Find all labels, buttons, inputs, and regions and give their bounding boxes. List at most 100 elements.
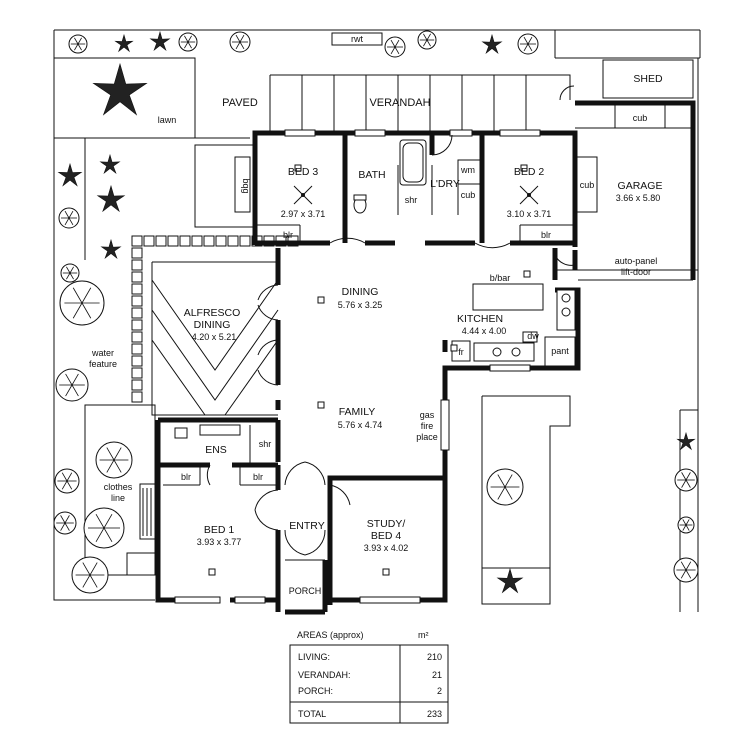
paving-tile (143, 235, 155, 247)
paving-tile (131, 235, 143, 247)
areas-row-label: LIVING: (298, 652, 330, 662)
light-point-icon (523, 270, 531, 278)
lawn-area (54, 57, 256, 260)
shrub-icon (55, 368, 89, 402)
windows (174, 129, 541, 604)
labels: rwt PAVED VERANDAH lawn SHED water featu… (89, 34, 663, 596)
bqg-cabinet (234, 156, 251, 213)
ceiling-fan-icon (293, 185, 313, 205)
kitchen-size: 4.44 x 4.00 (462, 326, 507, 336)
gas-label-3: place (416, 432, 438, 442)
alfresco-name-1: ALFRESCO (184, 307, 241, 319)
areas-unit: m² (418, 630, 429, 640)
driveway (481, 269, 698, 612)
shrub-icon (53, 511, 77, 535)
paving-tile (239, 235, 251, 247)
shrub-icon (83, 507, 125, 549)
water-label-1: water (91, 348, 114, 358)
shrub-icon (486, 468, 524, 506)
palm-icon (92, 62, 148, 116)
gas-label-1: gas (420, 410, 435, 420)
areas-title: AREAS (approx) (297, 630, 364, 640)
light-point-icon (317, 401, 325, 409)
porch-name: PORCH (289, 586, 322, 596)
verandah-label: VERANDAH (369, 97, 430, 109)
bath-shr: shr (405, 195, 418, 205)
ens-shr: shr (259, 439, 272, 449)
paving-tile (131, 319, 143, 331)
washing-machine (457, 159, 481, 185)
paving-tile (215, 235, 227, 247)
areas-row-value: 210 (427, 652, 442, 662)
water-label-2: feature (89, 359, 117, 369)
palm-icon (100, 238, 122, 259)
paved-label: PAVED (222, 97, 258, 109)
auto-door-2: lift-door (621, 267, 651, 277)
palm-icon (676, 431, 696, 451)
dishwasher (522, 331, 538, 343)
shed-label: SHED (633, 73, 663, 85)
paving-tile (227, 235, 239, 247)
kitchen-island (472, 283, 544, 311)
areas-row-value: 21 (432, 670, 442, 680)
bed3-size: 2.97 x 3.71 (281, 209, 326, 219)
light-point-icon (317, 296, 325, 304)
side-yard (84, 404, 156, 576)
light-point-icon (208, 568, 216, 576)
bath-name: BATH (358, 169, 385, 181)
ldry-cub: cub (461, 190, 476, 200)
shrub-icon (59, 280, 105, 326)
study-name-1: STUDY/ (367, 518, 406, 530)
shrub-icon (54, 468, 80, 494)
palm-icon (481, 33, 503, 54)
kitchen-bench (473, 342, 535, 362)
paving-tile (131, 379, 143, 391)
palm-icon (114, 33, 134, 53)
ens-vanity (199, 424, 241, 436)
shrub-icon (517, 33, 539, 55)
shrub-icon (677, 516, 695, 534)
areas-table: AREAS (approx) m² LIVING: 210 VERANDAH: … (289, 630, 449, 724)
bed1-blr-b: blr (253, 472, 263, 482)
wm-label: wm (460, 165, 475, 175)
shrub-icon (674, 468, 698, 492)
lawn-label: lawn (158, 115, 177, 125)
pantry (544, 336, 576, 367)
dining-size: 5.76 x 3.25 (338, 300, 383, 310)
shrub-icon (417, 30, 437, 50)
paving-tile (167, 235, 179, 247)
palm-icon (57, 162, 83, 187)
light-point-icon (520, 164, 528, 172)
paving-tile (131, 271, 143, 283)
rwt-label: rwt (351, 34, 363, 44)
bed2-blr: blr (541, 230, 551, 240)
shrub-icon (178, 32, 198, 52)
rwt-tank (331, 32, 383, 46)
paving-tile (131, 355, 143, 367)
fittings (174, 139, 598, 439)
auto-door-1: auto-panel (615, 256, 658, 266)
paving-tile (131, 367, 143, 379)
paving-tile (131, 391, 143, 403)
light-point-icon (382, 568, 390, 576)
paving-tile (203, 235, 215, 247)
paving-tile (131, 247, 143, 259)
ldry-name: L'DRY (430, 178, 460, 190)
shrub-icon (95, 441, 133, 479)
garage-name: GARAGE (618, 180, 663, 192)
bed1-name: BED 1 (204, 524, 235, 536)
areas-total-label: TOTAL (298, 709, 326, 719)
paving-tile (131, 343, 143, 355)
palm-icon (99, 153, 121, 174)
paving-tile (179, 235, 191, 247)
study-size: 3.93 x 4.02 (364, 543, 409, 553)
shrub-icon (58, 207, 80, 229)
paving-tile (131, 331, 143, 343)
family-name: FAMILY (339, 406, 376, 418)
shrub-icon (673, 557, 699, 583)
study-name-2: BED 4 (371, 530, 402, 542)
paving-tile (131, 307, 143, 319)
trees (53, 30, 699, 594)
shrub-icon (68, 34, 88, 54)
